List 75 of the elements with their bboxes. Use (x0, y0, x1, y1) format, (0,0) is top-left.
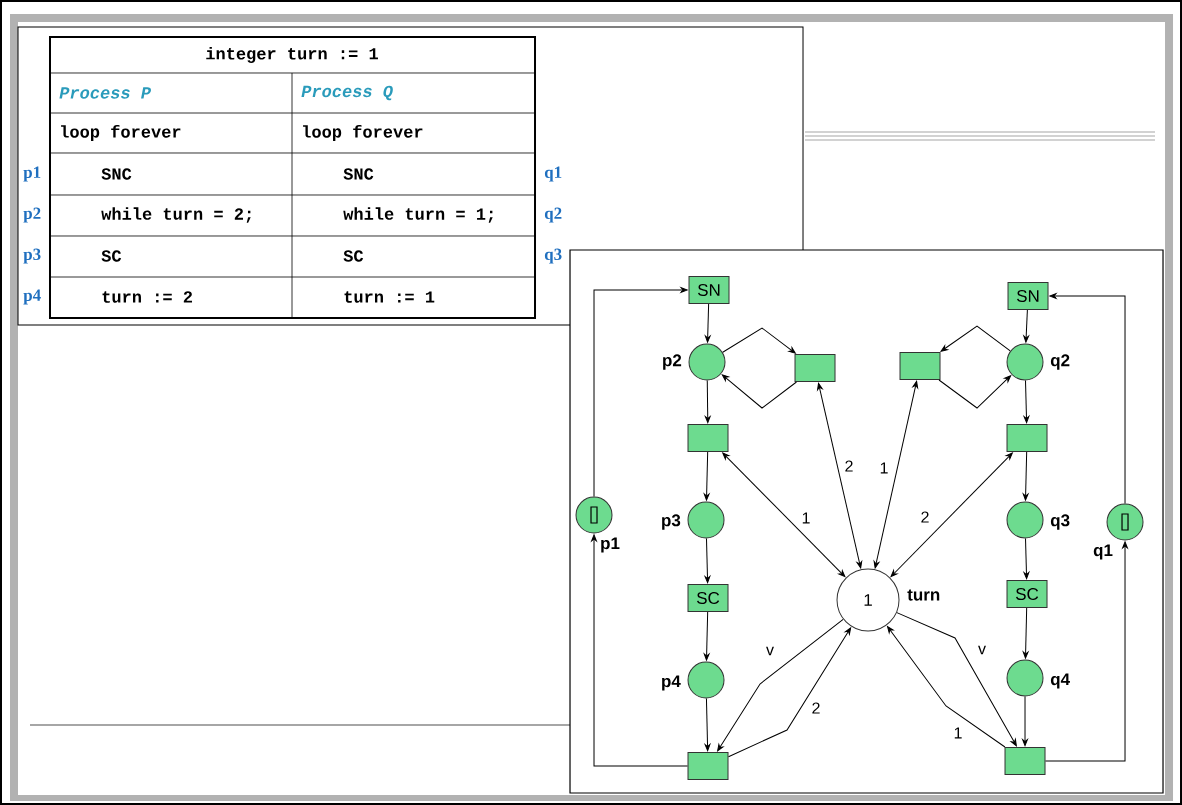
line-label: q3 (544, 248, 562, 264)
line-label: p2 (23, 207, 41, 223)
arrow (873, 380, 919, 569)
arrow (704, 538, 711, 584)
line-label: p1 (23, 166, 41, 182)
line-label: p3 (23, 248, 41, 264)
place-label: p2 (663, 354, 682, 370)
place-label: q3 (1050, 514, 1070, 530)
arrow (593, 287, 688, 497)
arrow (940, 325, 1011, 352)
arrow (890, 452, 1013, 578)
arrow (722, 327, 796, 354)
arrow (896, 612, 1017, 747)
arrow (1049, 293, 1126, 504)
table-heading: integer turn := 1 (206, 47, 378, 63)
code-line: loop forever (61, 124, 181, 142)
edge-label: v (764, 645, 776, 657)
arrow (591, 534, 688, 767)
column-heading: Process Q (301, 85, 393, 101)
line-label: q1 (544, 166, 562, 182)
transition-box: SC (1006, 580, 1048, 608)
code-line: SNC (343, 168, 374, 180)
column-heading: Process P (59, 87, 151, 99)
transition-box: SC (687, 584, 729, 612)
place-label: turn (907, 589, 940, 601)
code-line: SC (101, 250, 122, 262)
arrow (704, 303, 711, 343)
arrow (1022, 696, 1028, 747)
code-line: turn := 1 (344, 291, 435, 303)
transition-box: SN (688, 276, 730, 304)
place-label: p1 (601, 537, 620, 553)
arrow (721, 374, 797, 409)
arrow (704, 698, 711, 752)
arrow (1022, 451, 1029, 501)
edge-label: 2 (843, 458, 855, 474)
code-line: SNC (101, 168, 132, 180)
arrow (1023, 380, 1030, 424)
arrow (1022, 607, 1029, 659)
edge-label: 1 (800, 511, 812, 525)
arrow (1023, 309, 1030, 343)
arrow (703, 611, 710, 661)
edge-label: 2 (919, 509, 931, 525)
place-label: q4 (1050, 673, 1070, 689)
line-label: q2 (544, 207, 562, 223)
place-label: q2 (1050, 354, 1070, 370)
edge-label: 1 (878, 461, 890, 475)
arrow (1045, 541, 1128, 762)
transition-box (687, 424, 729, 452)
arrow (887, 626, 1006, 748)
arrow (1023, 538, 1030, 580)
edge-label: v (976, 644, 988, 656)
transition-box (899, 352, 941, 380)
place-label: p3 (662, 514, 681, 530)
code-line: while turn = 2; (101, 207, 251, 223)
line-label: p4 (23, 289, 41, 305)
arrow (703, 451, 710, 501)
edge-label: 1 (952, 726, 964, 740)
arrow (817, 382, 863, 569)
edge-label: 2 (810, 700, 822, 716)
code-line: loop forever (303, 124, 423, 142)
arrow (704, 380, 711, 424)
place-label: p4 (662, 675, 681, 691)
place-label: q1 (1093, 544, 1113, 560)
transition-box (1006, 424, 1048, 452)
arrow (717, 618, 844, 752)
transition-box (794, 354, 836, 382)
transition-box (687, 752, 729, 780)
arrow (722, 452, 846, 578)
code-line: SC (343, 250, 364, 262)
transition-box: SN (1007, 282, 1049, 310)
code-line: turn := 2 (102, 291, 192, 303)
arrow (938, 375, 1012, 409)
transition-box (1004, 747, 1046, 775)
code-line: while turn = 1; (343, 207, 493, 223)
arrow (728, 627, 852, 758)
